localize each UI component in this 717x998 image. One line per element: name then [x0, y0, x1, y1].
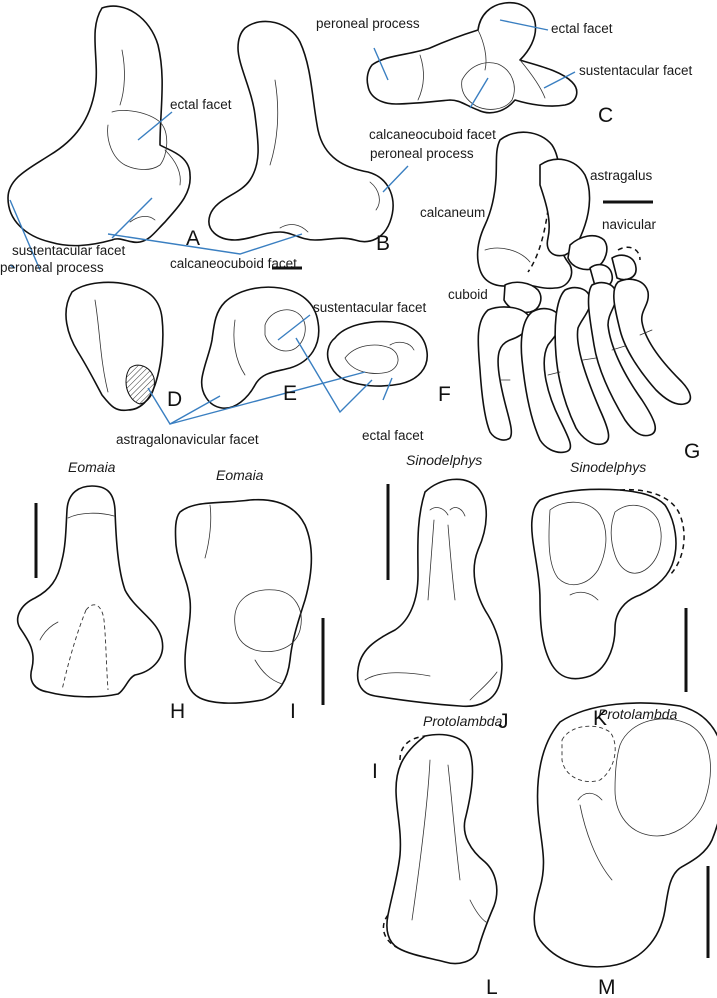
label-sustentacular-facet-e: sustentacular facet [313, 300, 427, 315]
bone-m-protolambda-astragalus [533, 702, 717, 968]
label-ectal-facet-a: ectal facet [170, 97, 232, 112]
panel-letter-g: G [684, 440, 700, 463]
taxon-sinodelphys-j: Sinodelphys [406, 452, 482, 468]
bone-h-eomaia-calcaneum [16, 485, 164, 698]
label-cuboid-g: cuboid [448, 287, 488, 302]
taxon-eomaia-h: Eomaia [68, 459, 116, 475]
label-ectal-facet-f: ectal facet [362, 428, 424, 443]
label-sustentacular-facet-c: sustentacular facet [579, 63, 693, 78]
panel-letter-i-l: I [372, 760, 378, 783]
bone-e-astragalus-ventral [200, 286, 320, 409]
panel-letter-i: I [290, 700, 296, 723]
scale-bars [34, 200, 710, 958]
panel-letter-j: J [498, 710, 509, 733]
panel-letter-a: A [186, 227, 200, 250]
label-navicular-g: navicular [602, 217, 657, 232]
bone-b-calcaneum-ventral [208, 20, 394, 243]
panel-letter-k: K [593, 707, 607, 730]
bone-g-articulated-pes [476, 131, 692, 454]
panel-letters: A B C D E F G H I J K I L M [167, 104, 700, 998]
bone-d-astragalus-dorsal [65, 281, 164, 412]
taxon-sinodelphys-k: Sinodelphys [570, 459, 646, 475]
label-astragalonavicular-facet: astragalonavicular facet [116, 432, 259, 447]
panel-letter-f: F [438, 383, 451, 406]
bone-a-calcaneum-dorsal [7, 5, 191, 247]
label-peroneal-process-b: peroneal process [370, 146, 474, 161]
label-calcaneum-g: calcaneum [420, 205, 485, 220]
bone-i-eomaia-astragalus [174, 498, 313, 704]
taxon-eomaia-i: Eomaia [216, 467, 264, 483]
taxon-protolambda-l: Protolambda [423, 713, 503, 729]
panel-letter-e: E [283, 382, 297, 405]
bone-j-sinodelphys-calcaneum [356, 478, 503, 708]
label-ectal-facet-c: ectal facet [551, 21, 613, 36]
label-astragalus-g: astragalus [590, 168, 653, 183]
label-calcaneocuboid-facet-a: calcaneocuboid facet [170, 256, 297, 271]
panel-letter-l: L [486, 976, 498, 998]
panel-letter-h: H [170, 700, 185, 723]
label-sustentacular-facet-a: sustentacular facet [12, 243, 126, 258]
taxon-labels: Eomaia Eomaia Sinodelphys Sinodelphys Pr… [68, 452, 678, 729]
bone-l-protolambda-calcaneum [382, 733, 498, 965]
leader-lines [9, 19, 576, 425]
bone-k-sinodelphys-astragalus [530, 488, 685, 680]
label-peroneal-process-a: peroneal process [0, 260, 104, 275]
panel-letter-d: D [167, 388, 182, 411]
annotation-labels: ectal facet peroneal process ectal facet… [0, 16, 693, 447]
panel-letter-c: C [598, 104, 613, 127]
panel-letter-b: B [376, 232, 390, 255]
label-peroneal-process-c: peroneal process [316, 16, 420, 31]
bone-f-astragalus-distal [326, 320, 428, 387]
label-calcaneocuboid-facet-c: calcaneocuboid facet [369, 127, 496, 142]
taxon-protolambda-m: Protolambda [598, 706, 678, 722]
panel-letter-m: M [598, 976, 616, 998]
bone-c-calcaneum-distal [366, 1, 578, 114]
